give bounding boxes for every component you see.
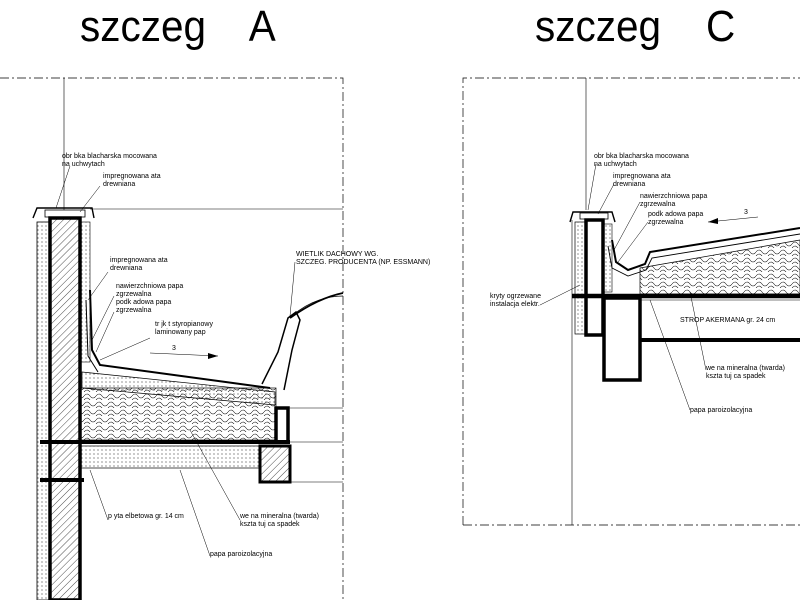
leader-top-membrane [91, 295, 115, 341]
leader-wool [189, 429, 241, 521]
flashing [32, 207, 95, 219]
roof-membrane-c-2 [607, 233, 800, 277]
leader-fillet [99, 337, 151, 361]
skylight-frame [289, 292, 344, 319]
label-impreg-c-1: impregnowana ata [613, 173, 671, 180]
parapet-wall [48, 216, 82, 600]
label-impreg-top-1: impregnowana ata [103, 173, 161, 180]
label-wool-c-2: kszta tuj ca spadek [706, 373, 766, 380]
label-under-membrane-1: podk adowa papa [116, 299, 171, 306]
detail-a-title: szczeg A [80, 2, 276, 51]
leader-slab [89, 469, 109, 521]
label-flashing-c-1: obr bka blacharska mocowana [594, 153, 689, 160]
label-vapour: papa paroizolacyjna [210, 551, 272, 558]
leader-wool-c [689, 291, 707, 371]
upstand-membrane [89, 289, 271, 389]
upstand-membrane-2 [85, 299, 99, 373]
leader-flashing-c [587, 163, 597, 211]
label-slab: p yta elbetowa gr. 14 cm [108, 513, 184, 520]
detail-c-frame [462, 77, 800, 526]
flashing-c [569, 211, 616, 223]
parapet-insulation [79, 221, 91, 363]
label-heating-2: instalacja elektr. [490, 301, 540, 308]
leader-impreg-c [597, 183, 615, 215]
label-fillet-2: laminowany pap [155, 329, 206, 336]
slope-arrowhead-c [708, 218, 718, 224]
timber-batten-c [579, 212, 609, 220]
label-top-membrane-c-1: nawierzchniowa papa [640, 193, 707, 200]
label-heating-1: kryty ogrzewane [490, 293, 541, 300]
label-flashing-c-2: na uchwytach [594, 161, 637, 168]
leader-vapour [179, 469, 211, 557]
detail-c-title: szczeg C [535, 2, 736, 51]
leader-under-membrane-c [617, 221, 649, 263]
label-skylight-2: SZCZEG. PRODUCENTA (NP. ESSMANN) [296, 259, 430, 266]
detail-a: obr bka blacharska mocowana na uchwytach… [0, 77, 430, 600]
parapet-insulation-c [603, 223, 613, 293]
label-slope: 3 [172, 345, 176, 352]
parapet-plaster [36, 221, 50, 600]
label-flashing-1: obr bka blacharska mocowana [62, 153, 157, 160]
concrete-slab [79, 445, 261, 469]
parapet-plaster-c [574, 221, 586, 335]
label-slope-c: 3 [744, 209, 748, 216]
timber-batten-top [44, 209, 86, 218]
label-wool-2: kszta tuj ca spadek [240, 521, 300, 528]
edge-beam [274, 406, 290, 444]
detail-a-frame [0, 77, 344, 600]
label-wool-1: we na mineralna (twarda) [239, 513, 319, 520]
slab-end [258, 444, 292, 484]
label-flashing-2: na uchwytach [62, 161, 105, 168]
leader-under-membrane [95, 311, 115, 353]
detail-c: obr bka blacharska mocowana na uchwytach… [462, 77, 800, 526]
label-impreg-c-2: drewniana [613, 181, 645, 188]
label-under-membrane-c-1: podk adowa papa [648, 211, 703, 218]
roof-insulation-wool [79, 387, 277, 441]
skylight-arc [291, 295, 344, 317]
leader-heating [539, 284, 581, 306]
leader-impreg-top [79, 185, 101, 213]
slope-arrowhead [208, 353, 218, 359]
label-top-membrane-1: nawierzchniowa papa [116, 283, 183, 290]
ring-beam [602, 296, 642, 382]
label-wool-c-1: we na mineralna (twarda) [705, 365, 785, 372]
label-impreg-top-2: drewniana [103, 181, 135, 188]
label-under-membrane-2: zgrzewalna [116, 307, 152, 314]
roof-insulation-c [639, 239, 800, 295]
label-fillet-1: tr jk t styropianowy [155, 321, 213, 328]
label-top-membrane-2: zgrzewalna [116, 291, 152, 298]
label-impreg-mid-1: impregnowana ata [110, 257, 168, 264]
label-skylight-1: WIETLIK DACHOWY WG. [296, 251, 378, 258]
label-vapour-c: papa paroizolacyjna [690, 407, 752, 414]
skylight-curb [261, 310, 301, 391]
label-under-membrane-c-2: zgrzewalna [648, 219, 684, 226]
roof-membrane-c [611, 227, 800, 272]
label-impreg-mid-2: drewniana [110, 265, 142, 272]
label-top-membrane-c-2: zgrzewalna [640, 201, 676, 208]
slope-arrow-line [149, 352, 219, 357]
label-strop: STROP AKERMANA gr. 24 cm [680, 317, 775, 324]
leader-impreg-mid [87, 271, 109, 301]
parapet-wall-c [584, 218, 605, 337]
leader-top-membrane-c [613, 201, 641, 251]
leader-skylight [289, 261, 296, 317]
leader-flashing [55, 165, 71, 209]
leader-vapour-c [649, 299, 691, 411]
